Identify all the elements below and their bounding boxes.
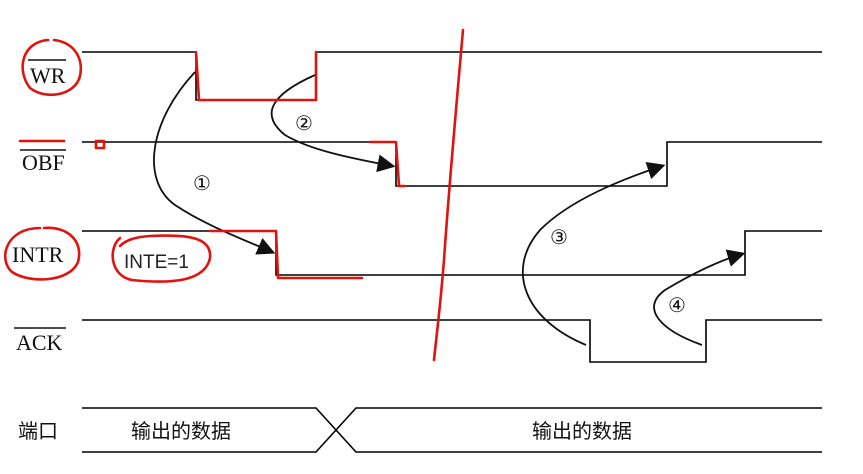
label-intr: INTR	[12, 242, 64, 267]
port-data-right: 输出的数据	[532, 419, 632, 443]
intr-circle	[3, 226, 81, 281]
label-wr: WR	[30, 63, 66, 88]
label-port: 端口	[18, 419, 58, 443]
arrow-step-3	[522, 162, 666, 346]
ack-waveform	[82, 319, 822, 363]
label-ack: ACK	[16, 330, 63, 355]
arrow-step-1	[153, 71, 276, 255]
obf-trace	[368, 140, 407, 188]
arrow-step-2	[270, 74, 396, 173]
label-obf: OBF	[22, 150, 65, 175]
step-1-marker: ①	[193, 171, 211, 195]
wr-waveform	[82, 51, 822, 101]
red-ink-annotations	[3, 28, 465, 362]
intr-trace	[208, 229, 364, 280]
step-2-marker: ②	[295, 111, 313, 135]
inte-annotation: INTE=1	[124, 252, 189, 273]
inte-circle	[111, 234, 212, 283]
port-data-left: 输出的数据	[131, 419, 231, 443]
obf-mark-small	[94, 139, 106, 150]
step-4-marker: ④	[668, 293, 686, 317]
divider-stroke	[432, 28, 465, 362]
obf-waveform	[82, 141, 822, 187]
step-3-marker: ③	[550, 225, 568, 249]
arrow-step-4	[653, 249, 746, 346]
port-bus	[82, 407, 822, 453]
wr-trace	[194, 50, 318, 102]
wr-circle	[21, 38, 83, 96]
